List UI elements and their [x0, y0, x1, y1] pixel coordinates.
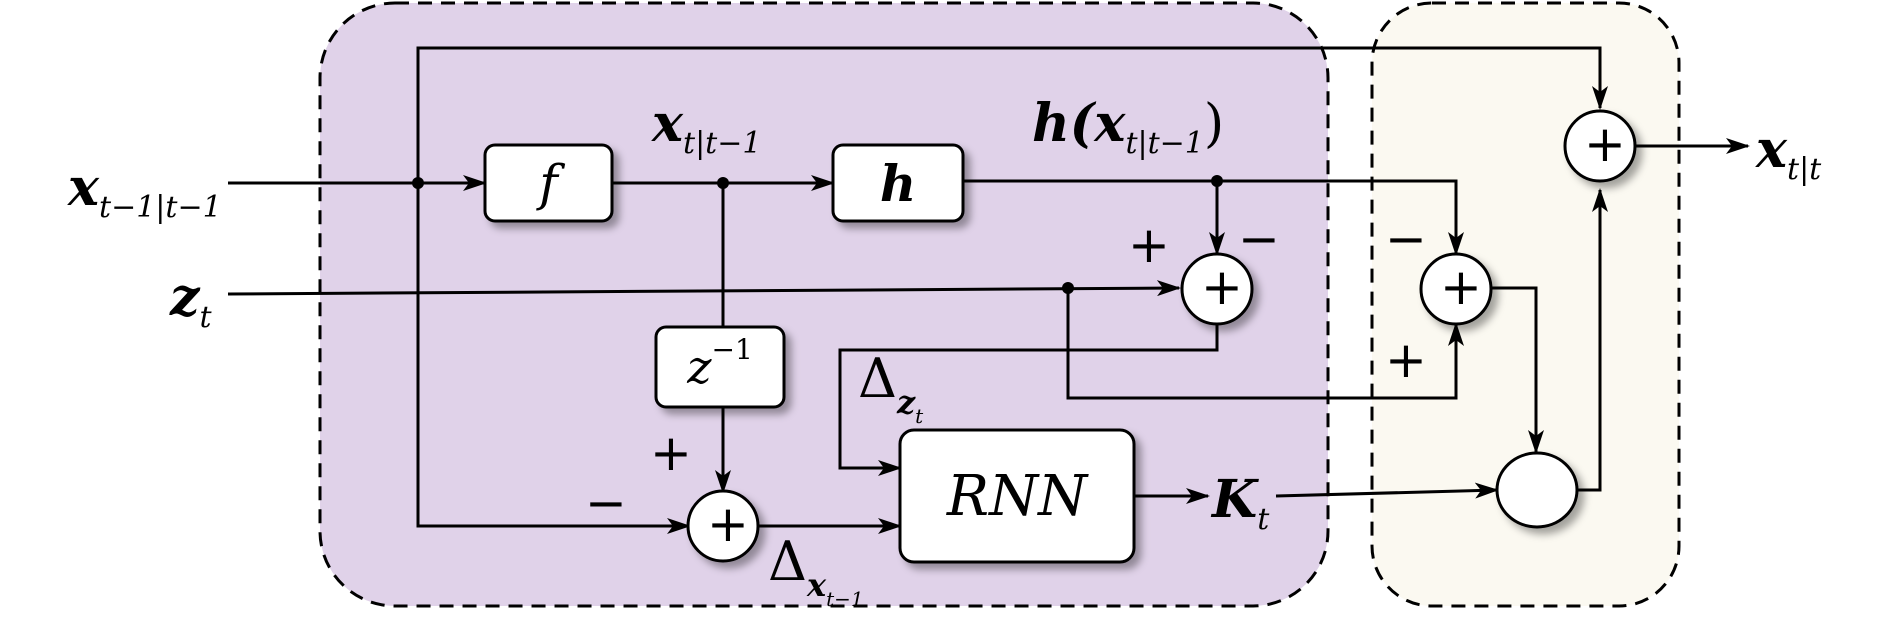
h-block-label: h: [879, 153, 917, 213]
h-block: [831, 143, 965, 223]
delay-exponent: −1: [711, 332, 753, 366]
delay-base: z: [687, 340, 712, 394]
output-label: xt|t: [1756, 119, 1822, 187]
sum-node-innovation-b: [1419, 252, 1493, 326]
rnn-block: [898, 428, 1136, 564]
rnn-block-label: RNN: [946, 463, 1088, 529]
f-block-label: f: [539, 154, 558, 212]
learned-prediction-region: [318, 1, 1330, 608]
prior-label: xt|t−1: [652, 93, 762, 161]
delay-block-label: z−1: [656, 327, 784, 407]
delta-z-line: [838, 324, 1219, 476]
sum1-plus-sign: +: [1128, 216, 1170, 274]
multiplier-node: [1495, 451, 1579, 529]
measurement-branch-line: [1066, 288, 1464, 400]
sum-symbol: +: [1201, 258, 1243, 316]
sum3-minus-sign: −: [585, 474, 627, 532]
measurement-label: zt: [170, 267, 212, 335]
gain-to-multiplier-line: [1275, 482, 1499, 499]
sum-symbol: +: [1584, 115, 1626, 173]
correction-line: [1577, 188, 1608, 492]
sum2-minus-sign: −: [1385, 210, 1427, 268]
junction-dot: [1211, 175, 1223, 187]
bypass-line-to-output: [416, 46, 1608, 183]
sum2-plus-sign: +: [1385, 331, 1427, 389]
sum-symbol: +: [707, 495, 749, 553]
measurement-line: [227, 280, 1181, 297]
skip-line-to-delta-x: [416, 183, 691, 534]
sum-node-output: [1563, 109, 1637, 183]
sum3-plus-sign: +: [650, 424, 692, 482]
input-prev-estimate-label: xt−1|t−1: [68, 157, 222, 225]
delay-block: [654, 325, 786, 409]
sum1-minus-sign: −: [1238, 210, 1280, 268]
delta-z-label: Δzt: [858, 347, 924, 428]
junction-dot: [1062, 282, 1074, 294]
h-to-sum-line: [963, 179, 1464, 256]
f-block: [483, 143, 614, 223]
sum-node-delta-x: [686, 489, 760, 563]
sum-symbol: +: [1440, 258, 1482, 316]
gain-label: Kt: [1212, 469, 1270, 537]
junction-dot: [412, 177, 424, 189]
predicted-measurement-label: h(xt|t−1): [1032, 93, 1225, 161]
delta-x-label: Δxt−1: [768, 530, 864, 611]
sum-node-innovation-a: [1180, 252, 1254, 326]
junction-dot: [717, 177, 729, 189]
innovation-to-multiplier-line: [1492, 286, 1544, 454]
